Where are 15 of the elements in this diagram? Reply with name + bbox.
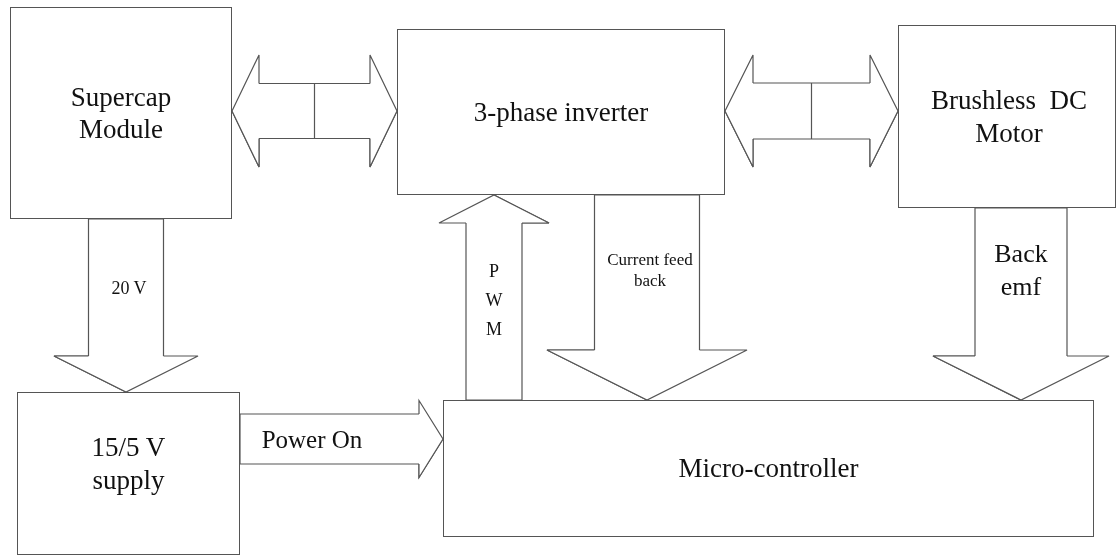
edge-label: Current feed back xyxy=(606,248,694,292)
block-label: Brushless DC Motor xyxy=(930,84,1088,149)
block-label: 3-phase inverter xyxy=(473,95,649,129)
edge-label: PWM xyxy=(485,259,503,341)
block-box xyxy=(898,25,1116,208)
block-label: Supercap Module xyxy=(69,80,173,146)
edge-label: Power On xyxy=(260,425,364,456)
block-box xyxy=(17,392,240,555)
block-box xyxy=(443,400,1094,537)
block-box xyxy=(10,7,232,219)
block-label: 15/5 V supply xyxy=(90,431,167,496)
edge-label: 20 V xyxy=(110,276,148,300)
block-label: Micro-controller xyxy=(678,452,859,485)
edge-label: Back emf xyxy=(993,237,1049,302)
block-box xyxy=(397,29,725,195)
